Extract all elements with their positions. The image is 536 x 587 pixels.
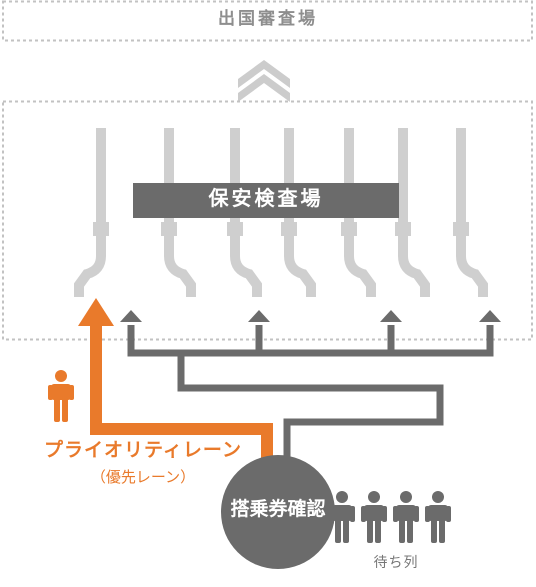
lane-separator [395,128,430,297]
lane-separator [453,128,488,297]
waiting-queue-people-icon [329,491,451,543]
lane-separators [74,128,488,297]
priority-lane-label: プライオリティレーン [44,439,242,461]
lane-separator [227,128,262,297]
boarding-check-circle [221,455,335,569]
regular-path-network [127,325,494,470]
regular-path-arrowheads [120,310,501,322]
immigration-area-box [2,0,533,42]
boarding-check-label: 搭乗券確認 [230,498,326,520]
immigration-label: 出国審査場 [218,9,318,29]
priority-path-arrowhead [78,298,114,326]
security-checkpoint-label: 保安検査場 [208,186,324,210]
priority-passenger-icon [48,370,74,422]
priority-lane-sublabel: （優先レーン） [90,468,196,486]
lane-separator [281,128,316,297]
security-banner [133,183,399,218]
double-chevron-up-icon [238,60,290,102]
lane-separator [74,128,109,297]
priority-path [90,323,273,470]
waiting-line-label: 待ち列 [373,555,419,571]
security-area-box [2,100,533,341]
lane-separator [161,128,196,297]
lane-separator [341,128,376,297]
